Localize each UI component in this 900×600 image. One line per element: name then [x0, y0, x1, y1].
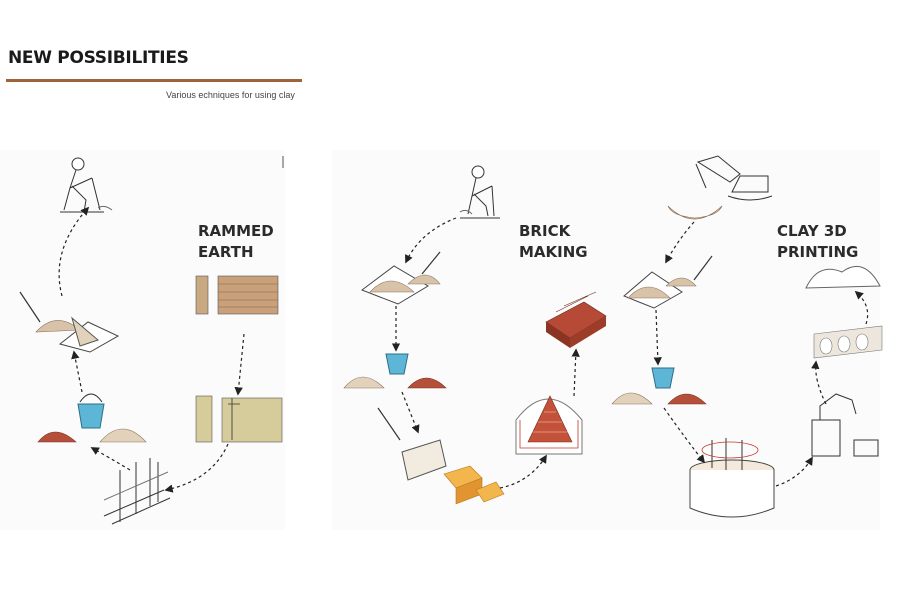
rammed-earth-formwork-icon	[195, 395, 283, 443]
clay-3d-printing-label-line1: CLAY 3D	[777, 222, 847, 240]
rammed-flow-mix-to-pile	[71, 350, 83, 393]
print-flow-mix-to-tank	[663, 407, 706, 464]
shovel-into-mold-icon	[377, 407, 447, 481]
brick-flow-kiln-to-stack	[571, 348, 580, 397]
rammed-flow-wall-to-formwork	[234, 333, 245, 396]
rebar-cage-icon	[103, 458, 171, 525]
brick-flow-mix-to-mold	[401, 391, 420, 434]
excavated-soil-icon	[667, 205, 723, 220]
soil-and-clay-with-water-icon	[343, 353, 447, 389]
print-flow-printer-to-blocks	[811, 360, 827, 405]
brick-stack-icon	[545, 291, 607, 348]
page-title: NEW POSSIBILITIES	[8, 48, 189, 68]
print-flow-blocks-to-shell	[854, 290, 869, 325]
clay-bricks-icon	[443, 465, 505, 505]
worker-digging-icon	[60, 157, 113, 213]
soil-pile-with-shovel-icon	[19, 291, 120, 353]
soil-pile-with-shovel-icon	[360, 251, 441, 305]
mixing-tank-icon	[689, 438, 775, 518]
rammed-earth-label-line2: EARTH	[198, 243, 254, 261]
page-subtitle: Various echniques for using clay	[166, 90, 295, 100]
brick-flow-dig-to-pile	[405, 217, 457, 264]
worker-digging-icon	[459, 165, 500, 219]
panel-rammed-earth	[0, 150, 285, 530]
excavator-icon	[695, 155, 773, 201]
brick-making-label-line2: MAKING	[519, 243, 588, 261]
rammed-earth-wall-section-icon	[195, 275, 279, 315]
hexagonal-clay-blocks-icon	[813, 325, 883, 359]
soil-and-clay-with-water-icon	[611, 367, 707, 405]
clay-3d-printing-label-line2: PRINTING	[777, 243, 858, 261]
rammed-flow-pile-to-dig	[58, 206, 90, 297]
printed-shell-structure-icon	[805, 265, 881, 289]
kiln-with-bricks-icon	[515, 395, 583, 455]
rammed-earth-label-line1: RAMMED	[198, 222, 274, 240]
brick-making-label-line1: BRICK	[519, 222, 572, 240]
soil-pile-with-shovel-icon	[623, 255, 713, 309]
print-flow-tank-to-printer	[775, 456, 813, 487]
robotic-arm-printer-icon	[811, 393, 879, 457]
title-rule	[6, 79, 302, 82]
rammed-flow-formwork-to-rebar	[164, 443, 229, 493]
print-flow-excavate-to-pile	[665, 221, 695, 264]
soil-and-clay-with-water-icon	[37, 393, 147, 443]
